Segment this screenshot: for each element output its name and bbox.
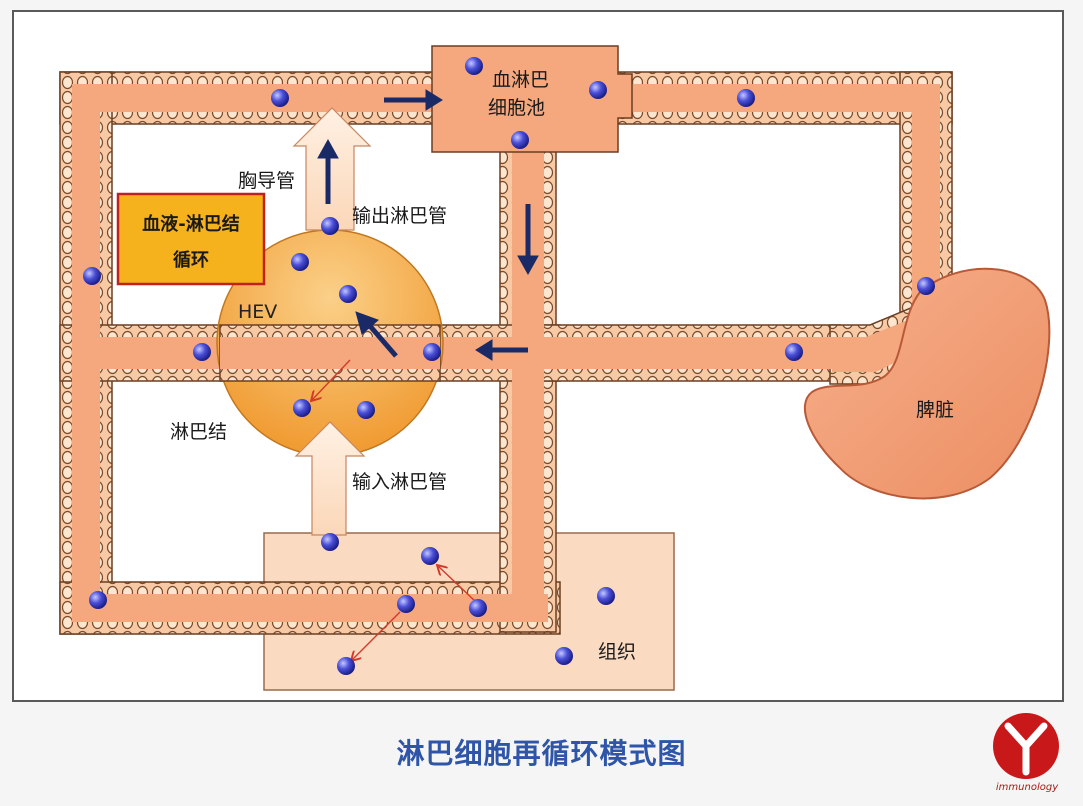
legend-box: 血液-淋巴结 循环 (116, 192, 266, 286)
spleen: 脾脏 (803, 267, 1051, 500)
hev-label: HEV (238, 301, 277, 323)
migration-arrows (312, 359, 477, 660)
thoracic-duct-label: 胸导管 (238, 170, 295, 192)
tissue-label: 组织 (598, 641, 636, 663)
thoracic-duct-arrow (292, 107, 372, 231)
diagram-caption: 淋巴细胞再循环模式图 (396, 737, 687, 770)
lymph-node: HEV (216, 229, 444, 457)
arrow-diagonal-icon (355, 311, 398, 358)
arrow-up-icon (317, 138, 339, 204)
lymphocytes (83, 57, 935, 675)
afferent-lymphatic-label: 输入淋巴管 (352, 471, 447, 493)
spleen-label: 脾脏 (916, 399, 954, 421)
blood-lymph-pool-label-line1: 血淋巴 (492, 69, 549, 91)
immunology-y-logo-icon (993, 713, 1059, 779)
legend-line1: 血液-淋巴结 (142, 213, 239, 235)
lymph-node-label: 淋巴结 (170, 421, 227, 443)
arrow-right-icon (384, 89, 443, 111)
arrow-left-icon (475, 339, 528, 361)
arrow-down-icon (517, 204, 539, 276)
flow-arrows (317, 89, 539, 361)
afferent-lymphatic-arrow (294, 421, 366, 536)
legend-line2: 循环 (173, 249, 209, 271)
logo-text: immunology (995, 782, 1059, 793)
blood-lymph-pool: 血淋巴 细胞池 (431, 45, 633, 153)
efferent-lymphatic-label: 输出淋巴管 (352, 205, 447, 227)
blood-lymph-pool-label-line2: 细胞池 (488, 97, 545, 119)
